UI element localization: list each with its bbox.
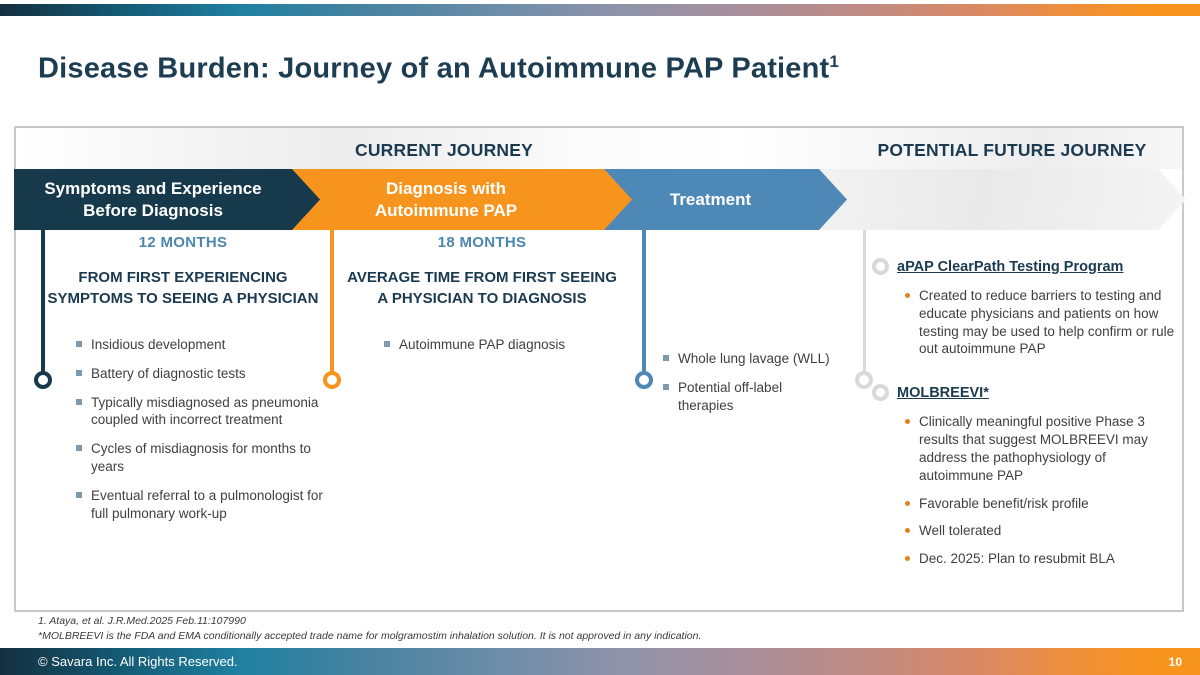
timeline-dot-treatment [635,371,653,389]
title-footnote-marker: 1 [829,52,840,71]
page-number: 10 [1168,654,1182,669]
list-item: Potential off-label therapies [663,379,837,415]
molbreevi-section-head: MOLBREEVI* [866,384,1182,402]
ring-marker-icon [872,384,889,402]
treatment-bullet-list: Whole lung lavage (WLL) Potential off-la… [647,350,837,414]
symptoms-duration: 12 MONTHS [138,234,228,251]
timeline-dot-symptoms [34,371,52,389]
footer-bar: © Savara Inc. All Rights Reserved. 10 [0,648,1200,675]
stage-arrow-diagnosis: Diagnosis with Autoimmune PAP [288,169,632,230]
panel-header-sheen [16,128,1182,169]
clearpath-bullet-list: Created to reduce barriers to testing an… [866,287,1182,358]
list-item: Dec. 2025: Plan to resubmit BLA [905,550,1182,568]
timeline-stem-future [863,230,866,376]
list-item: Insidious development [76,336,324,354]
list-item: Well tolerated [905,522,1182,540]
list-item: Favorable benefit/risk profile [905,495,1182,513]
diagnosis-bullet-list: Autoimmune PAP diagnosis [346,336,618,354]
ring-marker-icon [872,258,889,275]
timeline-stem-treatment [642,230,646,376]
stage-arrow-symptoms-label: Symptoms and Experience Before Diagnosis [44,179,262,220]
list-item: Clinically meaningful positive Phase 3 r… [905,413,1182,484]
molbreevi-section: MOLBREEVI* Clinically meaningful positiv… [866,384,1182,568]
stage-arrow-diagnosis-label: Diagnosis with Autoimmune PAP [374,179,518,220]
stage-arrow-symptoms: Symptoms and Experience Before Diagnosis [14,169,320,230]
journey-panel: CURRENT JOURNEY POTENTIAL FUTURE JOURNEY… [14,126,1184,612]
page-title: Disease Burden: Journey of an Autoimmune… [38,52,839,86]
footnote-reference: 1. Ataya, et al. J.R.Med.2025 Feb.11:107… [38,615,246,627]
future-journey-heading: POTENTIAL FUTURE JOURNEY [877,140,1147,160]
stage-arrow-treatment: Treatment [602,169,847,230]
list-item: Eventual referral to a pulmonologist for… [76,487,323,521]
diagnosis-duration: 18 MONTHS [437,234,527,251]
column-future: aPAP ClearPath Testing Program Created t… [866,258,1182,594]
column-diagnosis: 18 MONTHS AVERAGE TIME FROM FIRST SEEING… [346,234,618,365]
timeline-stem-symptoms [41,230,45,376]
footnote-disclaimer: *MOLBREEVI is the FDA and EMA conditiona… [38,630,702,643]
list-item: Typically misdiagnosed as pneumonia coup… [76,394,324,430]
clearpath-section: aPAP ClearPath Testing Program Created t… [866,258,1182,358]
timeline-stem-diagnosis [330,230,334,376]
molbreevi-title: MOLBREEVI* [897,384,989,401]
list-item: Battery of diagnostic tests [76,365,324,383]
molbreevi-bullet-list: Clinically meaningful positive Phase 3 r… [866,413,1182,568]
diagnosis-heading: AVERAGE TIME FROM FIRST SEEING A PHYSICI… [347,269,617,307]
list-item: Whole lung lavage (WLL) [663,350,837,368]
clearpath-section-head: aPAP ClearPath Testing Program [866,258,1182,275]
timeline-dot-diagnosis [323,371,341,389]
stage-arrow-treatment-label: Treatment [669,189,752,209]
timeline-dot-future [855,371,873,389]
list-item: Cycles of misdiagnosis for months to yea… [76,440,324,476]
page-title-text: Disease Burden: Journey of an Autoimmune… [38,52,830,85]
symptoms-heading: FROM FIRST EXPERIENCING SYMPTOMS TO SEEI… [47,269,319,307]
list-item: Autoimmune PAP diagnosis [384,336,618,354]
clearpath-title: aPAP ClearPath Testing Program [897,258,1124,275]
current-journey-heading: CURRENT JOURNEY [354,140,534,160]
column-symptoms: 12 MONTHS FROM FIRST EXPERIENCING SYMPTO… [42,234,324,534]
footnotes: 1. Ataya, et al. J.R.Med.2025 Feb.11:107… [38,614,701,644]
column-treatment: Whole lung lavage (WLL) Potential off-la… [647,350,837,425]
list-item: Created to reduce barriers to testing an… [905,287,1182,358]
stage-arrow-future [816,169,1186,230]
copyright-text: © Savara Inc. All Rights Reserved. [38,654,238,669]
symptoms-bullet-list: Insidious development Battery of diagnos… [42,336,324,523]
top-accent-bar [0,4,1200,16]
